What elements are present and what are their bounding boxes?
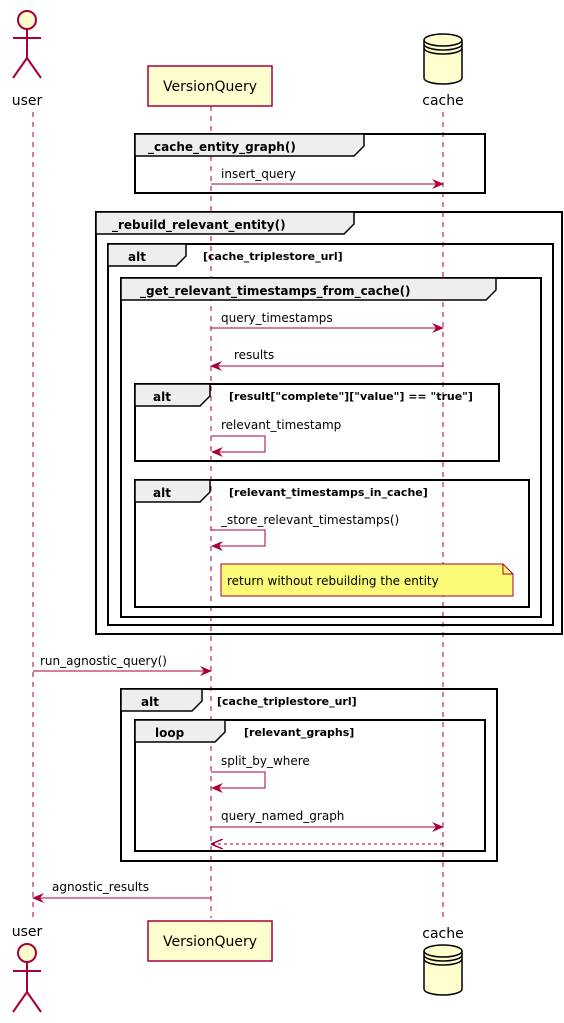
participant-cache-label-bottom: cache (422, 926, 463, 942)
message-run-agnostic-query-label: run_agnostic_query() (40, 654, 167, 668)
frame-keyword: loop (155, 726, 185, 740)
participant-versionquery-label-bottom: VersionQuery (163, 934, 257, 950)
note-text: return without rebuilding the entity (227, 574, 439, 588)
message-results-label: results (234, 348, 274, 362)
frame-get-relevant-timestamps: _get_relevant_timestamps_from_cache() (120, 277, 542, 618)
frame-title: _get_relevant_timestamps_from_cache() (140, 284, 411, 299)
message-relevant-timestamp-arrow (211, 435, 266, 457)
frame-keyword: alt (153, 390, 171, 404)
note: return without rebuilding the entity (220, 563, 514, 597)
frame-title: _rebuild_relevant_entity() (112, 218, 286, 233)
actor-user-icon (12, 943, 42, 1013)
message-query-named-graph-label: query_named_graph (221, 809, 344, 823)
message-split-by-where-arrow (211, 771, 266, 793)
participant-versionquery-box-bottom (147, 920, 273, 962)
participant-user-label-bottom: user (12, 924, 43, 940)
participant-versionquery-label-top: VersionQuery (163, 79, 257, 95)
frame-keyword: alt (153, 486, 171, 500)
message-agnostic-results-label: agnostic_results (52, 880, 149, 894)
frame-cache-entity-graph: _cache_entity_graph() (134, 133, 486, 194)
database-cache-icon (423, 33, 463, 85)
frame-keyword: alt (141, 695, 159, 709)
frame-keyword: alt (128, 250, 146, 264)
frame-alt-cache-triplestore-url-2: alt [cache_triplestore_url] (120, 688, 498, 862)
frame-guard: [cache_triplestore_url] (203, 250, 343, 263)
participant-user-label-top: user (12, 93, 43, 109)
frame-guard: [cache_triplestore_url] (217, 695, 357, 708)
message-store-relevant-timestamps-arrow (211, 529, 266, 551)
message-insert-query-label: insert_query (221, 167, 296, 181)
frame-guard: [result["complete"]["value"] == "true"] (229, 390, 473, 403)
frame-alt-relevant-timestamps-in-cache: alt [relevant_timestamps_in_cache] (134, 479, 530, 608)
database-cache-icon (423, 944, 463, 996)
frame-alt-result-complete: alt [result["complete"]["value"] == "tru… (134, 383, 500, 462)
frame-loop-relevant-graphs: loop [relevant_graphs] (134, 719, 486, 852)
frame-guard: [relevant_graphs] (244, 726, 354, 739)
message-split-by-where-label: split_by_where (221, 754, 310, 768)
message-store-relevant-timestamps-label: _store_relevant_timestamps() (220, 513, 399, 527)
frame-alt-cache-triplestore-url: alt [cache_triplestore_url] (107, 243, 554, 626)
message-relevant-timestamp-label: relevant_timestamp (221, 418, 341, 432)
participant-versionquery-box-top (147, 65, 273, 107)
actor-user-icon (12, 10, 42, 79)
participant-cache-label-top: cache (422, 93, 463, 109)
frame-guard: [relevant_timestamps_in_cache] (229, 486, 428, 499)
frame-title: _cache_entity_graph() (148, 140, 296, 155)
message-query-timestamps-label: query_timestamps (221, 311, 333, 325)
frame-rebuild-relevant-entity: _rebuild_relevant_entity() (95, 211, 563, 635)
